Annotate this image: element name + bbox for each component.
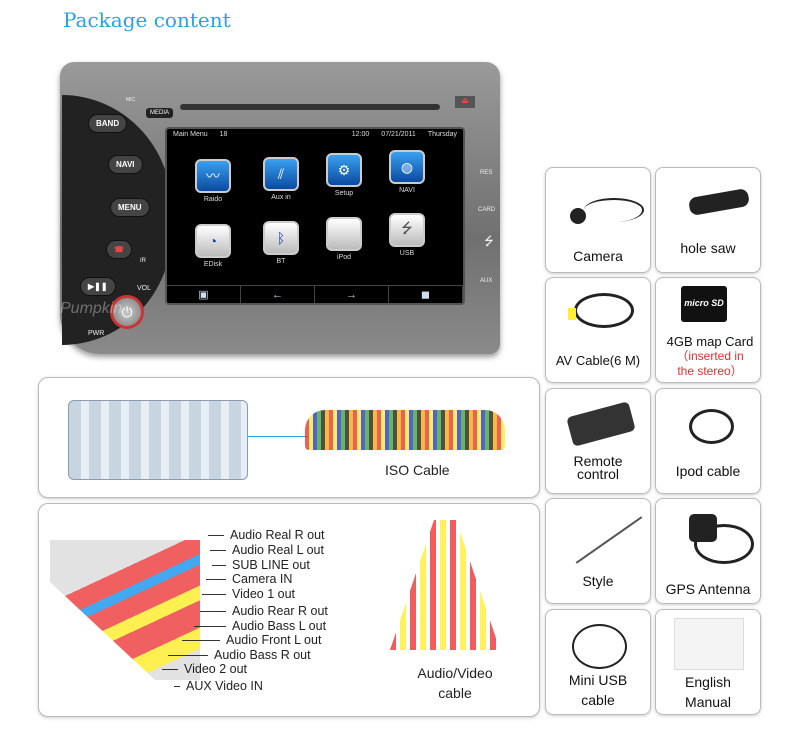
ir-label: IR [140, 258, 146, 264]
mic-label: MIC [126, 97, 136, 103]
brand-watermark: Pumpkin [60, 300, 123, 317]
app-aux-in: ⫽Aux in [259, 157, 303, 201]
item-gps-antenna: GPS Antenna [655, 498, 761, 604]
menu-button: MENU [110, 198, 150, 217]
vol-label: VOL [137, 285, 152, 292]
iso-cable-label: ISO Cable [385, 462, 450, 478]
camera-image [564, 178, 644, 228]
ipod-cable-image [674, 399, 744, 449]
media-button: MEDIA [146, 108, 174, 118]
gps-antenna-image [674, 509, 754, 564]
menu-title: Main Menu [173, 131, 208, 138]
output-label: SUB LINE out [232, 558, 310, 572]
output-label: Audio Bass R out [214, 648, 311, 662]
status-bar: Main Menu 18 12:00 07/21/2011 Thursday [167, 129, 463, 141]
iso-wires [305, 410, 505, 450]
mini-usb-cable-image [564, 620, 634, 670]
remote-control-image [564, 399, 636, 449]
play-pause-icon: ▶❚❚ [80, 277, 116, 296]
aux-label: AUX [480, 278, 493, 284]
bluetooth-icon: ᛒ [263, 221, 299, 255]
gear-icon: ⚙ [326, 153, 362, 187]
iso-connector [68, 400, 248, 480]
usb-icon: ⭍ [389, 213, 425, 247]
date: 07/21/2011 [381, 131, 416, 138]
output-label: Camera IN [232, 572, 293, 586]
power-knob: ⏻ [110, 295, 144, 329]
output-label: Video 2 out [184, 662, 248, 676]
item-ipod-cable: Ipod cable [655, 388, 761, 494]
app-edisk: ◔EDisk [191, 224, 235, 268]
app-setup: ⚙Setup [322, 153, 366, 197]
hole-saw-image [674, 178, 751, 228]
arrow-right-icon: → [315, 286, 389, 303]
output-label: Video 1 out [232, 587, 296, 601]
arrow-left-icon: ← [241, 286, 315, 303]
app-ipod: iPod [322, 217, 366, 261]
screen-nav-bar: ▣ ← → ◼ [167, 285, 463, 303]
cables-icon: ⫽ [263, 157, 299, 191]
res-label: RES [480, 170, 493, 176]
pwr-label: PWR [88, 330, 105, 337]
band-button: BAND [88, 114, 128, 133]
microsd-card-image: micro SD [681, 286, 727, 322]
menu-number: 18 [219, 131, 228, 138]
disk-icon: ◔ [195, 224, 231, 258]
navi-button: NAVI [108, 155, 143, 174]
item-av-cable: AV Cable(6 M) [545, 277, 651, 383]
av-cable-coil-image [564, 288, 634, 338]
app-usb: ⭍USB [385, 213, 429, 257]
weekday: Thursday [427, 131, 457, 138]
item-hole-saw: hole saw [655, 167, 761, 273]
globe-icon: ◍ [389, 150, 425, 184]
apple-icon [326, 217, 362, 251]
stylus-image [564, 509, 643, 564]
manual-image [674, 618, 744, 670]
clock: 12:00 [351, 131, 370, 138]
heartbeat-icon: 〰 [195, 159, 231, 193]
home-icon: ▣ [167, 286, 241, 303]
usb-port-icon: ⭍ [484, 234, 494, 248]
cd-slot [180, 104, 440, 110]
output-label: Audio Real L out [232, 543, 324, 557]
output-label: AUX Video IN [186, 679, 263, 693]
phone-icon: ☎ [106, 240, 132, 259]
app-navi: ◍NAVI [385, 150, 429, 194]
touch-screen: Main Menu 18 12:00 07/21/2011 Thursday 〰… [165, 127, 465, 305]
output-label: Audio Bass L out [232, 619, 327, 633]
output-label: Audio Real R out [230, 528, 325, 542]
stop-icon: ◼ [389, 286, 463, 303]
card-label: CARD [478, 207, 496, 213]
eject-icon: ⏏ [455, 96, 475, 108]
item-stylus: Style [545, 498, 651, 604]
app-radio: 〰Raido [191, 159, 235, 203]
item-camera: Camera [545, 167, 651, 273]
output-label: Audio Rear R out [232, 604, 328, 618]
page-title: Package content [63, 8, 231, 32]
pointer-line [248, 436, 308, 437]
av-output-list: Audio Real R out Audio Real L out SUB LI… [162, 528, 360, 698]
output-label: Audio Front L out [226, 633, 322, 647]
